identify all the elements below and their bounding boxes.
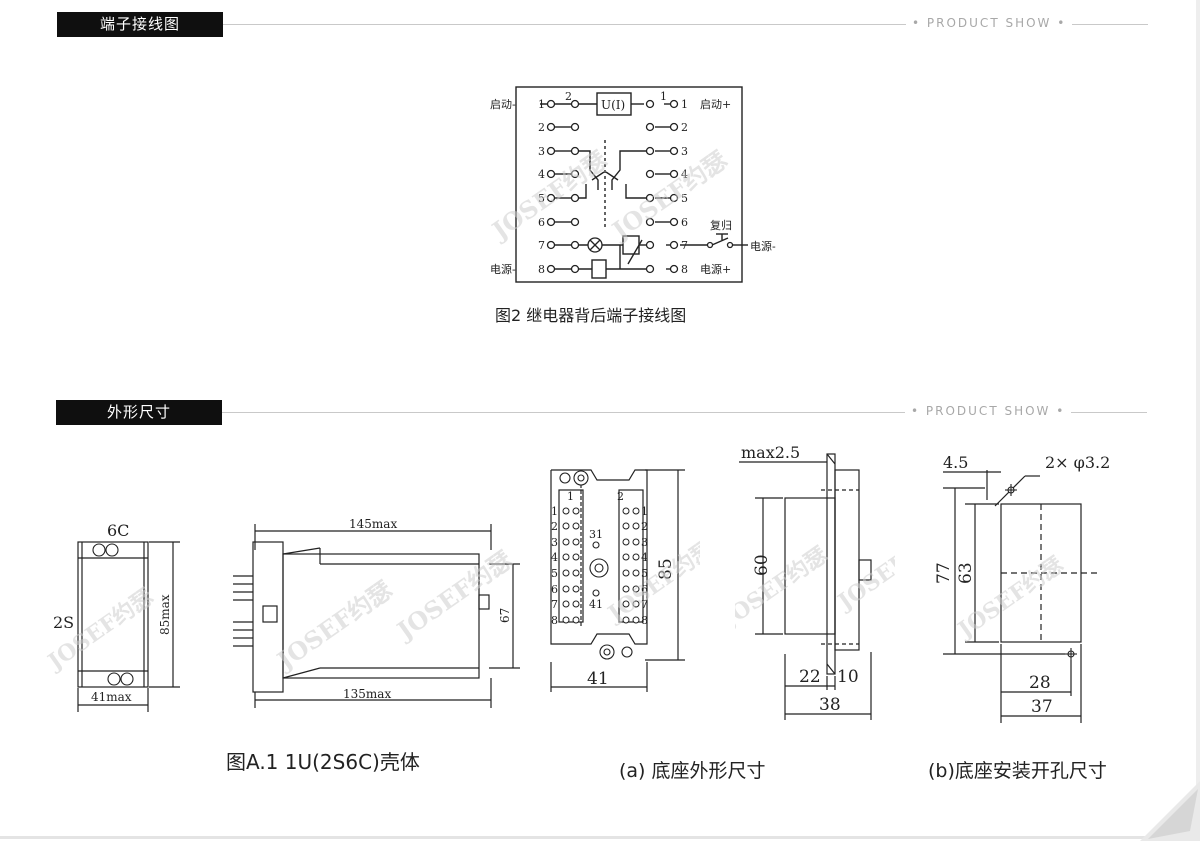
- terminal-num-left: 7: [538, 239, 545, 252]
- terminal-num-left: 1: [538, 98, 545, 111]
- watermark: JOSEF约瑟: [832, 524, 895, 616]
- base-col-left-label: 1: [567, 490, 574, 503]
- base-row-right: 5: [641, 567, 648, 580]
- housing-caption: 图A.1 1U(2S6C)壳体: [226, 750, 420, 774]
- base-side-total-label: 38: [819, 695, 841, 715]
- base-row-right: 2: [641, 520, 648, 533]
- wiring-reset-out-label: 电源-: [750, 239, 776, 253]
- wiring-left-bottom-label: 电源-: [490, 262, 516, 276]
- watermark: JOSEF约瑟: [485, 145, 612, 246]
- base-row-left: 7: [551, 598, 558, 611]
- coil-left-num: 2: [565, 90, 572, 103]
- watermark: JOSEF约瑟: [735, 542, 832, 634]
- terminal-num-right: 4: [681, 168, 688, 181]
- watermark: JOSEF约瑟: [602, 536, 700, 628]
- base-row-right: 3: [641, 536, 648, 549]
- watermark: JOSEF约瑟: [390, 545, 517, 646]
- base-inner-bottom-label: 41: [589, 598, 603, 611]
- base-row-right: 6: [641, 583, 648, 596]
- base-row-right: 4: [641, 551, 648, 564]
- wiring-right-top-label: 启动+: [700, 98, 731, 111]
- base-row-right: 7: [641, 598, 648, 611]
- base-caption: (a) 底座外形尺寸: [619, 760, 766, 782]
- housing-side-height-label: 67: [498, 608, 512, 623]
- base-row-left: 8: [551, 614, 558, 627]
- terminal-num-right: 7: [681, 239, 688, 252]
- base-row-right: 8: [641, 614, 648, 627]
- base-row-left: 4: [551, 551, 558, 564]
- base-inner-top-label: 31: [589, 528, 603, 541]
- terminal-num-left: 5: [538, 192, 545, 205]
- base-side-max-label: max2.5: [741, 443, 800, 462]
- base-row-left: 1: [551, 505, 558, 518]
- terminal-num-right: 3: [681, 145, 688, 158]
- base-side-a-label: 22: [799, 667, 821, 687]
- housing-front-top-label: 6C: [107, 521, 129, 540]
- base-side-b-label: 10: [837, 667, 859, 687]
- cutout-outer-height-label: 77: [934, 562, 954, 584]
- section-title-dimensions: 外形尺寸: [56, 400, 222, 425]
- housing-front-width-label: 41max: [91, 690, 132, 704]
- wiring-right-bottom-label: 电源+: [700, 262, 731, 276]
- cutout-view: 4.5 2× φ3.2 77 63 28 37 JOSEF约瑟: [934, 453, 1110, 723]
- cutout-caption: (b)底座安装开孔尺寸: [928, 760, 1107, 782]
- base-width-label: 41: [587, 669, 609, 689]
- base-height-label: 85: [656, 558, 676, 580]
- section-divider-wiring: [223, 24, 1148, 25]
- housing-front-view: 6C 2S 41max 85max JOSEF约瑟: [45, 521, 180, 712]
- wiring-left-top-label: 启动-: [490, 98, 516, 111]
- terminal-num-right: 6: [681, 216, 688, 229]
- terminal-num-left: 4: [538, 168, 545, 181]
- housing-side-view: 145max 135max 67 JOSEF约瑟 JOSEF约瑟: [233, 517, 520, 708]
- coil-right-num: 1: [660, 90, 667, 103]
- cutout-inner-height-label: 63: [956, 562, 976, 584]
- housing-side-top-label: 145max: [349, 517, 397, 531]
- page-bottom-edge: [0, 836, 1200, 839]
- base-row-left: 6: [551, 583, 558, 596]
- terminal-num-left: 6: [538, 216, 545, 229]
- wiring-diagram: 启动- 启动+ 电源- 电源+ 复归 电源- U(I) 2 1 1 2 3 4 …: [485, 86, 776, 283]
- terminal-num-right: 2: [681, 121, 688, 134]
- base-row-left: 3: [551, 536, 558, 549]
- terminal-num-right: 1: [681, 98, 688, 111]
- tagline-dimensions: • PRODUCT SHOW •: [905, 404, 1072, 418]
- cutout-top-left-label: 4.5: [943, 453, 968, 472]
- section-title-wiring: 端子接线图: [57, 12, 223, 37]
- base-row-right: 1: [641, 505, 648, 518]
- page-right-edge: [1196, 0, 1200, 841]
- coil-label: U(I): [601, 98, 625, 112]
- wiring-frame: [515, 86, 743, 283]
- base-side-height-label: 60: [752, 554, 772, 576]
- housing-front-height-label: 85max: [158, 594, 172, 635]
- base-row-left: 2: [551, 520, 558, 533]
- cutout-outer-width-label: 37: [1031, 697, 1053, 717]
- housing-front-side-label: 2S: [53, 613, 74, 632]
- tagline-wiring: • PRODUCT SHOW •: [906, 16, 1073, 30]
- section-divider-dimensions: [222, 412, 1147, 413]
- terminal-num-left: 8: [538, 263, 545, 276]
- terminal-num-right: 8: [681, 263, 688, 276]
- indicator-box: [591, 259, 607, 279]
- base-col-right-label: 2: [617, 490, 624, 503]
- wiring-reset-label: 复归: [710, 218, 732, 232]
- housing-side-bottom-label: 135max: [343, 687, 391, 701]
- terminal-num-right: 5: [681, 192, 688, 205]
- cutout-top-right-label: 2× φ3.2: [1045, 453, 1110, 472]
- base-front-view: 1 2 31 41 1 2 3 4 5 6 7 8 1 2 3 4 5 6 7 …: [550, 469, 700, 692]
- watermark: JOSEF约瑟: [270, 575, 397, 676]
- wiring-caption: 图2 继电器背后端子接线图: [495, 306, 687, 325]
- terminal-num-left: 3: [538, 145, 545, 158]
- lamp-icon: [587, 237, 603, 253]
- base-side-view: max2.5 60 22 10 38 JOSEF约瑟 JOSEF约瑟: [735, 443, 895, 720]
- terminal-num-left: 2: [538, 121, 545, 134]
- base-row-left: 5: [551, 567, 558, 580]
- cutout-inner-width-label: 28: [1029, 673, 1051, 693]
- page-curl-icon: [1140, 781, 1200, 841]
